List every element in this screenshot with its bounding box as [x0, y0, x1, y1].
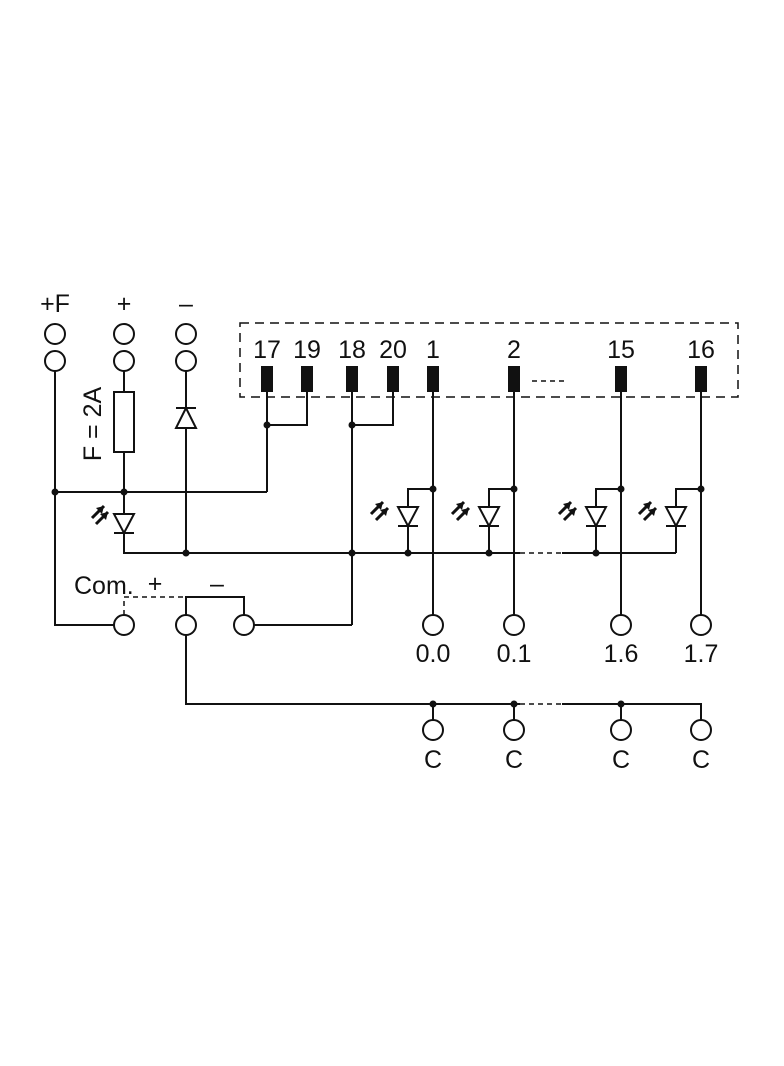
output-label-0-1: 0.1	[497, 640, 532, 668]
channel-led-1	[369, 488, 433, 553]
wire-pins-17-19	[266, 392, 308, 492]
terminal-output-1-7	[690, 614, 712, 636]
pin-block-18	[346, 366, 358, 392]
pin-label-18: 18	[338, 336, 366, 364]
pin-label-2: 2	[507, 336, 521, 364]
channel-led-16	[637, 488, 701, 553]
terminal-com-minus	[233, 614, 255, 636]
common-c-label-2: C	[505, 746, 523, 774]
common-plus-label: +	[148, 570, 163, 598]
terminal-plus-f	[44, 323, 66, 372]
terminal-common-1	[422, 719, 444, 741]
fuse-label: F = 2A	[79, 387, 107, 462]
wire-led-return	[123, 533, 676, 554]
fuse	[113, 391, 135, 453]
common-minus-label: –	[210, 570, 224, 598]
terminal-common-2	[503, 719, 525, 741]
common-c-label-1: C	[424, 746, 442, 774]
channel-led-15	[557, 488, 621, 553]
pin-block-17	[261, 366, 273, 392]
pin-label-15: 15	[607, 336, 635, 364]
terminal-output-0-1	[503, 614, 525, 636]
terminal-output-1-6	[610, 614, 632, 636]
pin-label-17: 17	[253, 336, 281, 364]
connector-housing	[239, 322, 739, 398]
common-jumper	[123, 596, 187, 615]
terminal-com-plus	[175, 614, 197, 636]
common-c-label-3: C	[612, 746, 630, 774]
terminal-common-3	[610, 719, 632, 741]
wire-plus-f	[54, 371, 114, 626]
pin-block-15	[615, 366, 627, 392]
label-plus-f: +F	[40, 290, 70, 318]
terminal-output-0-0	[422, 614, 444, 636]
pin-label-16: 16	[687, 336, 715, 364]
output-label-1-7: 1.7	[684, 640, 719, 668]
wire-common-minus	[185, 596, 245, 615]
pin-block-1	[427, 366, 439, 392]
wire-pins-18-20	[351, 392, 394, 625]
pin-label-1: 1	[426, 336, 440, 364]
pin-block-16	[695, 366, 707, 392]
label-minus: –	[179, 290, 193, 318]
pin-label-20: 20	[379, 336, 407, 364]
common-label: Com.	[74, 572, 134, 600]
wire-common-bus	[185, 635, 702, 720]
terminal-common-4	[690, 719, 712, 741]
channel-led-2	[450, 488, 514, 553]
label-plus: +	[117, 290, 132, 318]
terminal-com-f	[113, 614, 135, 636]
pin-block-2	[508, 366, 520, 392]
protection-diode	[174, 405, 198, 429]
output-label-1-6: 1.6	[604, 640, 639, 668]
terminal-minus	[175, 323, 197, 372]
pin-block-20	[387, 366, 399, 392]
pin-block-19	[301, 366, 313, 392]
common-c-label-4: C	[692, 746, 710, 774]
terminal-plus	[113, 323, 135, 372]
junction-dots	[51, 421, 705, 708]
pin-label-19: 19	[293, 336, 321, 364]
output-label-0-0: 0.0	[416, 640, 451, 668]
power-led	[90, 504, 136, 536]
